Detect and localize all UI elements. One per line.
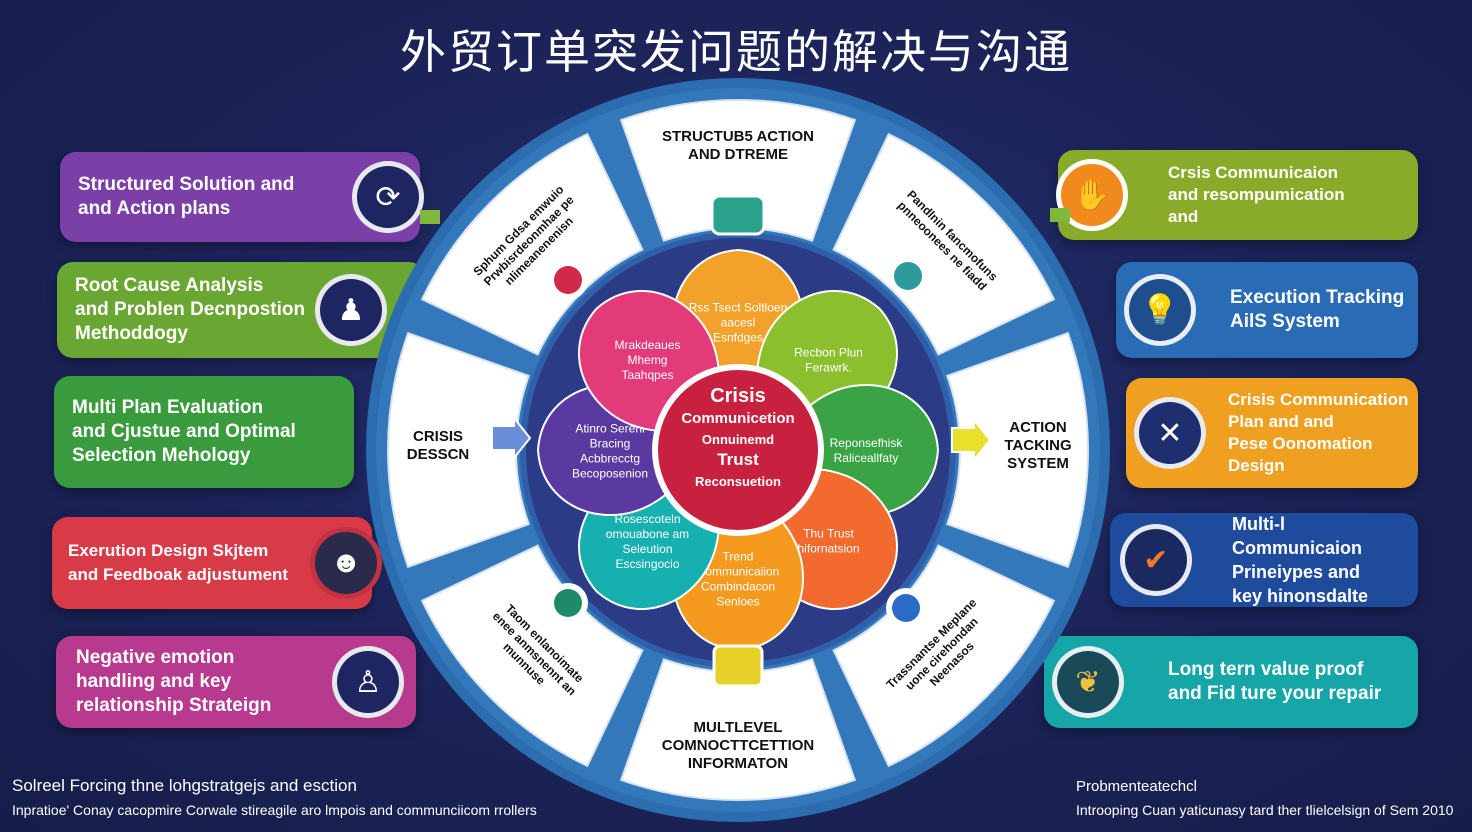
- card-label: Root Cause Analysis and Problen Decnpost…: [75, 275, 306, 344]
- ring-segment: [832, 132, 1056, 356]
- left-card-negative-emotion[interactable]: Negative emotion handling and key relati…: [56, 636, 416, 728]
- bulb-icon: 💡: [1124, 274, 1196, 346]
- left-card-root-cause[interactable]: Root Cause Analysis and Problen Decnpost…: [57, 262, 425, 358]
- ring-segment: [832, 544, 1056, 768]
- ring-segment: [420, 544, 644, 768]
- card-label: Long tern value proof and Fid ture your …: [1168, 659, 1382, 704]
- tree-icon-core: [554, 589, 582, 617]
- page-title: 外贸订单突发问题的解决与沟通: [400, 25, 1072, 79]
- card-label: Negative emotion handling and key relati…: [76, 647, 272, 716]
- card-label: Multi Plan Evaluation and Cjustue and Op…: [72, 397, 296, 466]
- card-label: Structured Solution and and Action plans: [78, 174, 295, 219]
- ring-segment: [420, 132, 644, 356]
- ring-segment: [619, 98, 857, 243]
- arrow-icon: [491, 415, 532, 461]
- face-icon: ☻: [310, 527, 382, 599]
- right-card-execution-tracking[interactable]: 💡 Execution Tracking AilS System: [1116, 262, 1418, 358]
- footer-right-line2: Introoping Cuan yaticunasy tard ther tli…: [1076, 802, 1454, 818]
- cycle-icon: ⟳: [352, 161, 424, 233]
- ring-segment: [619, 657, 857, 801]
- chart-check-icon: ✔: [1120, 524, 1192, 596]
- card-label: Exerution Design Skjtem and Feedboak adj…: [68, 541, 289, 584]
- arrow-icon: [951, 417, 992, 463]
- center-circle: [658, 370, 818, 530]
- person-icon: ♙: [332, 646, 404, 718]
- right-card-multi-communication[interactable]: ✔ Multi-l Communicaion Prineiypes and ke…: [1110, 513, 1418, 607]
- shield-icon-core: [892, 594, 920, 622]
- card-label: Crisis Communication Plan and and Pese O…: [1228, 390, 1409, 475]
- footer-left-line2: Inpratioe' Conay cacopmire Corwale stire…: [12, 802, 537, 818]
- right-card-long-term-value[interactable]: ❦ Long tern value proof and Fid ture you…: [1044, 636, 1418, 728]
- ring-segment: [945, 331, 1089, 569]
- person-desk-icon: ♟: [315, 274, 387, 346]
- hands-icon: ❦: [1052, 646, 1124, 718]
- left-card-structured-solution[interactable]: Structured Solution and and Action plans…: [60, 152, 424, 242]
- ring-segment: [386, 331, 531, 569]
- footer-right-line1: Probmenteatechcl: [1076, 778, 1197, 795]
- left-card-multi-plan[interactable]: Multi Plan Evaluation and Cjustue and Op…: [54, 376, 354, 488]
- card-label: Execution Tracking AilS System: [1230, 287, 1405, 332]
- cross-icon: ✕: [1134, 397, 1206, 469]
- connector-arrow: [1050, 208, 1070, 222]
- right-card-crisis-plan[interactable]: ✕ Crisis Communication Plan and and Pese…: [1126, 378, 1418, 488]
- card-label: Crsis Communicaion and resompumication a…: [1168, 163, 1345, 226]
- document-icon: [712, 644, 764, 688]
- footer-left-line1: Solreel Forcing thne lohgstratgejs and e…: [12, 776, 357, 795]
- card-label: Multi-l Communicaion Prineiypes and key …: [1232, 514, 1369, 606]
- gear-icon-core: [554, 266, 582, 294]
- connector-arrow: [420, 210, 440, 224]
- globe-icon-core: [894, 262, 922, 290]
- folder-icon: [710, 194, 766, 236]
- left-card-execution-design[interactable]: Exerution Design Skjtem and Feedboak adj…: [52, 517, 382, 609]
